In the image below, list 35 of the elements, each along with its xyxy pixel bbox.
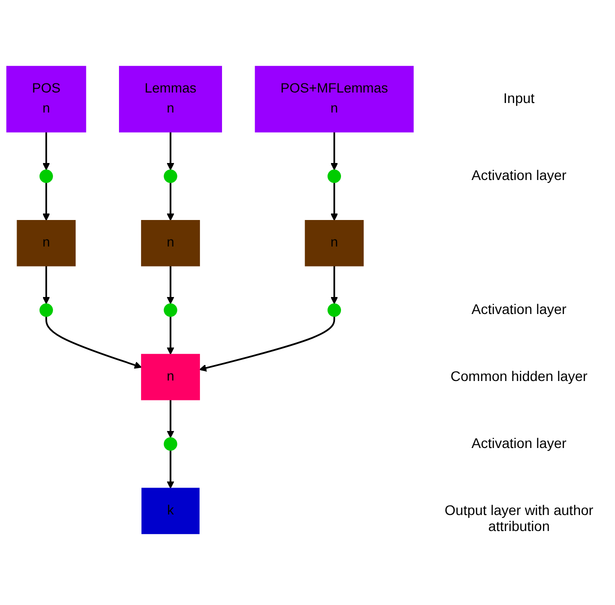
- node-box: POS n: [6, 66, 86, 132]
- arrow: [166, 182, 174, 221]
- node-circle: [40, 303, 53, 317]
- arrow: [42, 132, 50, 170]
- arrow: [166, 316, 174, 355]
- node-circle: [328, 303, 341, 317]
- arrow: [166, 450, 174, 489]
- layer-label: Output layer with author attribution: [444, 502, 594, 534]
- layer-label: Input: [502, 90, 536, 106]
- layer-label: Activation layer: [470, 435, 568, 451]
- node-circle: [164, 303, 178, 317]
- node-circle: [164, 169, 178, 183]
- arrow: [45, 316, 142, 369]
- node-box: n: [304, 220, 364, 266]
- layer-label: Activation layer: [470, 167, 568, 184]
- arrow: [330, 132, 338, 170]
- node-circle: [328, 169, 341, 183]
- node-box: n: [141, 354, 200, 400]
- node-box: k: [141, 488, 200, 534]
- arrow: [166, 266, 174, 304]
- arrow: [199, 316, 336, 372]
- layer-label: Activation layer: [470, 301, 568, 318]
- node-box: POS+MFLemmas n: [254, 66, 414, 132]
- node-circle: [40, 169, 53, 183]
- arrow: [166, 132, 174, 170]
- arrow: [330, 182, 338, 221]
- arrow: [330, 266, 338, 304]
- node-box: n: [141, 220, 200, 266]
- arrow: [42, 266, 50, 304]
- arrow: [42, 182, 50, 221]
- node-circle: [164, 437, 178, 451]
- arrow: [166, 400, 174, 438]
- node-box: Lemmas n: [119, 66, 222, 132]
- layer-label: Common hidden layer: [450, 368, 588, 384]
- node-box: n: [16, 220, 76, 266]
